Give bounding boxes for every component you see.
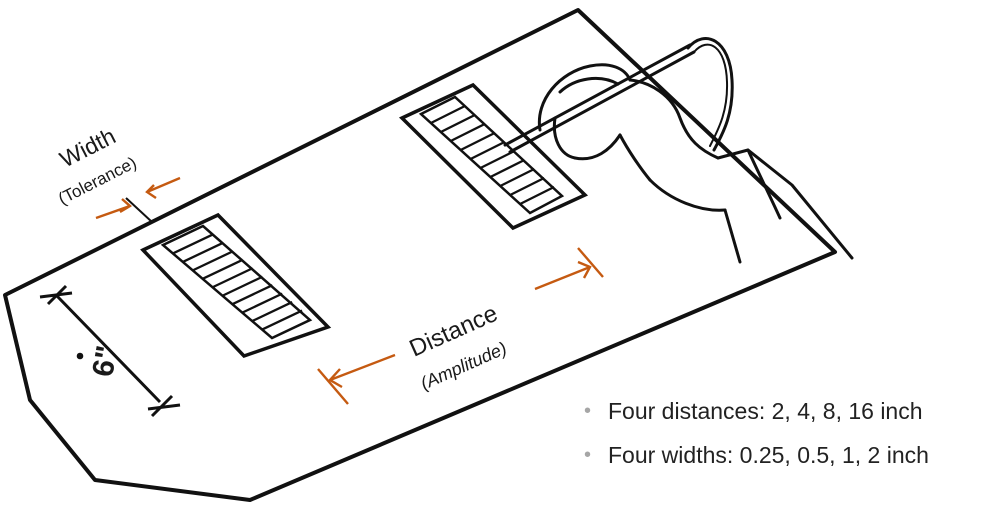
hatch-mark <box>192 250 234 272</box>
bullet-widths-text: Four widths: 0.25, 0.5, 1, 2 inch <box>608 442 929 468</box>
width-arrows <box>95 176 181 223</box>
hatch-mark <box>172 233 214 255</box>
hatch-mark <box>182 241 224 263</box>
hatch-mark <box>241 292 283 314</box>
hatch-mark <box>202 258 244 280</box>
tapping-board <box>3 8 837 502</box>
hatch-mark <box>212 267 254 289</box>
right-target <box>398 82 589 231</box>
six-inch-label: 6" <box>86 343 124 379</box>
hatch-mark <box>509 176 545 197</box>
hatch-mark <box>450 122 486 143</box>
hatch-mark <box>261 309 303 331</box>
bullet-distances: • Four distances: 2, 4, 8, 16 inch <box>584 389 929 433</box>
left-target <box>140 212 332 359</box>
bullet-list: • Four distances: 2, 4, 8, 16 inch • Fou… <box>584 389 929 477</box>
hatch-mark <box>221 275 263 297</box>
hatch-mark <box>231 284 273 306</box>
hatch-mark <box>489 158 525 179</box>
bullet-widths: • Four widths: 0.25, 0.5, 1, 2 inch <box>584 433 929 477</box>
bullet-dot-icon: • <box>584 400 592 422</box>
bullet-distances-text: Four distances: 2, 4, 8, 16 inch <box>608 398 923 424</box>
hatch-mark <box>251 301 293 323</box>
hatch-mark <box>470 140 506 161</box>
hatch-mark <box>440 113 476 134</box>
hand-with-stylus-icon <box>503 37 854 264</box>
hatch-mark <box>460 131 496 152</box>
bullet-dot-icon: • <box>584 444 592 466</box>
distance-arrows <box>317 247 604 405</box>
six-inch-dimension <box>39 284 181 418</box>
hatch-mark <box>519 185 555 206</box>
hatch-mark <box>430 104 466 125</box>
hatch-mark <box>479 149 515 170</box>
hatch-mark <box>499 167 535 188</box>
